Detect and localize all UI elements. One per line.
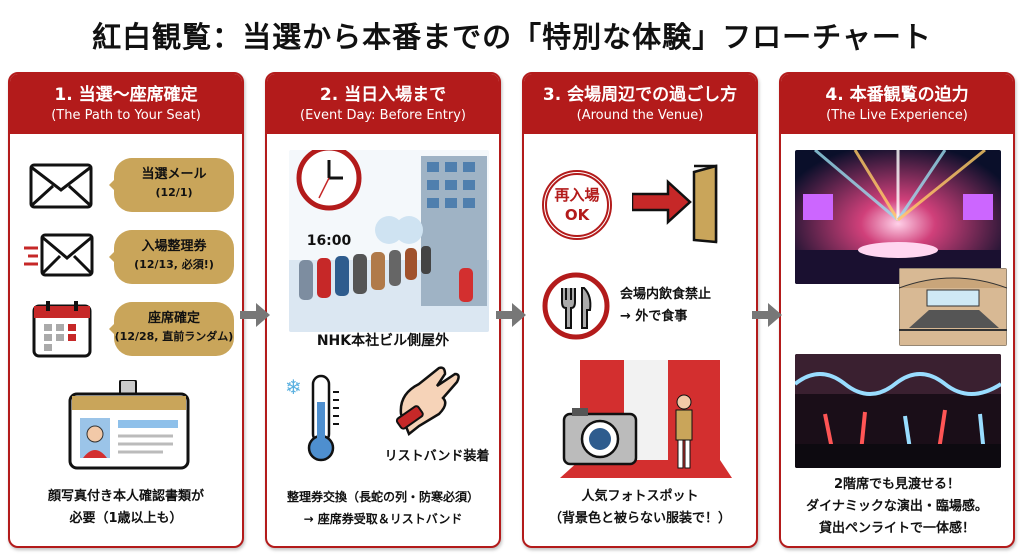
step-entry-ticket: 入場整理券 (12/13, 必須!) [109,230,234,284]
panel-header: 1. 当選～座席確定 (The Path to Your Seat) [10,74,242,134]
step-seat-confirmed: 座席確定 (12/28, 直前ランダム) [109,302,234,356]
no-food-icon [542,272,610,340]
sending-envelope-icon [24,233,94,277]
svg-text:❄: ❄ [285,375,302,399]
food-rule-line: 会場内飲食禁止 [620,287,712,302]
food-rule-line: → 外で食事 [620,309,688,324]
panel-path-to-seat: 1. 当選～座席確定 (The Path to Your Seat) 当選メール… [8,72,244,548]
queue-illustration [289,150,489,332]
flow-arrow-icon [496,303,526,327]
flow-arrow-icon [752,303,782,327]
badge-line: 再入場 [554,186,600,204]
panel-caption: 整理券交換（長蛇の列・防寒必須） → 座席券受取＆リストバンド [267,486,499,530]
caption-line: 貸出ペンライトで一体感！ [818,521,975,536]
badge-line: OK [564,206,590,224]
thermometer-icon: ❄ [285,374,339,462]
panel-subtitle: (Around the Venue) [576,108,704,123]
flow-arrow-icon [240,303,270,327]
panel-caption: 顔写真付き本人確認書類が必要（1歳以上も） [10,486,242,530]
envelope-icon [29,163,93,209]
caption-line: 必要（1歳以上も） [69,511,183,526]
panel-header: 4. 本番観覧の迫力 (The Live Experience) [781,74,1013,134]
panel-subtitle: (The Path to Your Seat) [51,108,201,123]
step-detail: (12/13, 必須!) [134,258,214,271]
photo-spot-illustration [560,360,732,478]
step-label: 座席確定 [147,311,200,326]
food-rule: 会場内飲食禁止 → 外で食事 [620,284,750,328]
calendar-icon [32,301,92,358]
panel-live-experience: 4. 本番観覧の迫力 (The Live Experience) 2階席でも見渡… [779,72,1015,548]
location-label: NHK本社ビル側屋外 [316,333,450,349]
panel-subtitle: (Event Day: Before Entry) [300,108,466,123]
panel-title: 3. 会場周辺での過ごし方 [542,85,738,105]
time-label: 16:00 [306,233,352,249]
step-label: 入場整理券 [141,239,207,254]
caption-line: 2階席でも見渡せる！ [833,477,961,492]
caption-line: 人気フォトスポット [581,489,699,504]
page-title: 紅白観覧：当選から本番までの「特別な体験」フローチャート [92,20,932,54]
panel-event-day: 2. 当日入場まで (Event Day: Before Entry) 16:0… [265,72,501,548]
panel-header: 3. 会場周辺での過ごし方 (Around the Venue) [524,74,756,134]
step-detail: (12/28, 直前ランダム) [114,330,234,343]
camera-icon [562,408,638,466]
panel-caption: 2階席でも見渡せる！ ダイナミックな演出・臨場感。貸出ペンライトで一体感！ [781,474,1013,540]
caption-line: → 座席券受取＆リストバンド [303,512,463,526]
panel-header: 2. 当日入場まで (Event Day: Before Entry) [267,74,499,134]
caption-line: 整理券交換（長蛇の列・防寒必須） [286,490,479,504]
caption-line: 顔写真付き本人確認書類が [47,489,204,504]
step-label: 当選メール [141,167,207,182]
door-arrow-icon [632,164,718,244]
caption-line: ダイナミックな演出・臨場感。 [806,499,988,514]
wristband-hand-icon [395,366,460,437]
panel-around-venue: 3. 会場周辺での過ごし方 (Around the Venue) 再入場 OK 会… [522,72,758,548]
panel-title: 2. 当日入場まで [319,85,447,105]
step-detail: (12/1) [155,186,193,199]
penlight-crowd-photo [795,354,1001,468]
panel-title: 1. 当選～座席確定 [54,85,198,105]
hall-seating-illustration [899,268,1007,346]
panel-title: 4. 本番観覧の迫力 [825,85,969,105]
step-winning-email: 当選メール (12/1) [109,158,234,212]
stage-photo [795,150,1001,284]
id-card-icon [68,380,190,470]
panel-caption: 人気フォトスポット （背景色と被らない服装で！） [524,486,756,530]
panel-subtitle: (The Live Experience) [826,108,968,123]
reentry-ok-badge: 再入場 OK [542,170,612,240]
wristband-label: リストバンド装着 [384,449,490,464]
caption-line: （背景色と被らない服装で！） [548,511,731,526]
